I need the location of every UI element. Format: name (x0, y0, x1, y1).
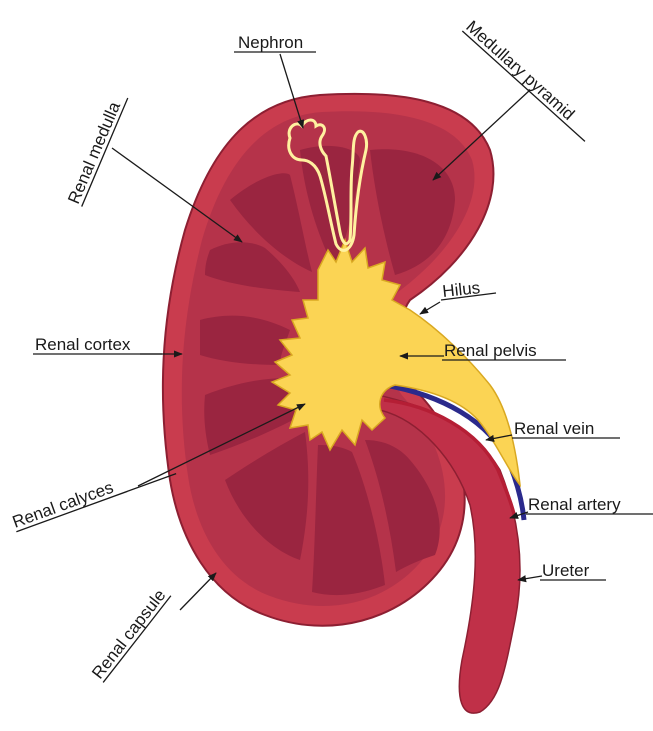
renal-calyces-label: Renal calyces (10, 478, 116, 532)
renal-pelvis-label: Renal pelvis (444, 341, 537, 360)
renal-vein-label: Renal vein (514, 419, 594, 438)
hilus-pointer (420, 302, 440, 314)
ureter-label: Ureter (542, 561, 590, 580)
renal-medulla-group: Renal medulla (64, 91, 128, 207)
medullary-pyramid-group: Medullary pyramid (462, 17, 597, 142)
ureter-pointer (518, 576, 542, 580)
hilus-label: Hilus (441, 278, 481, 301)
medullary-pyramid-label: Medullary pyramid (462, 17, 578, 124)
renal-capsule-group: Renal capsule (88, 584, 171, 682)
renal-calyces-group: Renal calyces (10, 456, 176, 532)
renal-cortex-label: Renal cortex (35, 335, 131, 354)
renal-capsule-pointer (180, 573, 216, 610)
renal-medulla-label: Renal medulla (64, 99, 124, 207)
renal-capsule-label: Renal capsule (88, 586, 169, 683)
medullary-pyramid-underline (462, 31, 585, 141)
renal-artery-label: Renal artery (528, 495, 621, 514)
nephron-label: Nephron (238, 33, 303, 52)
